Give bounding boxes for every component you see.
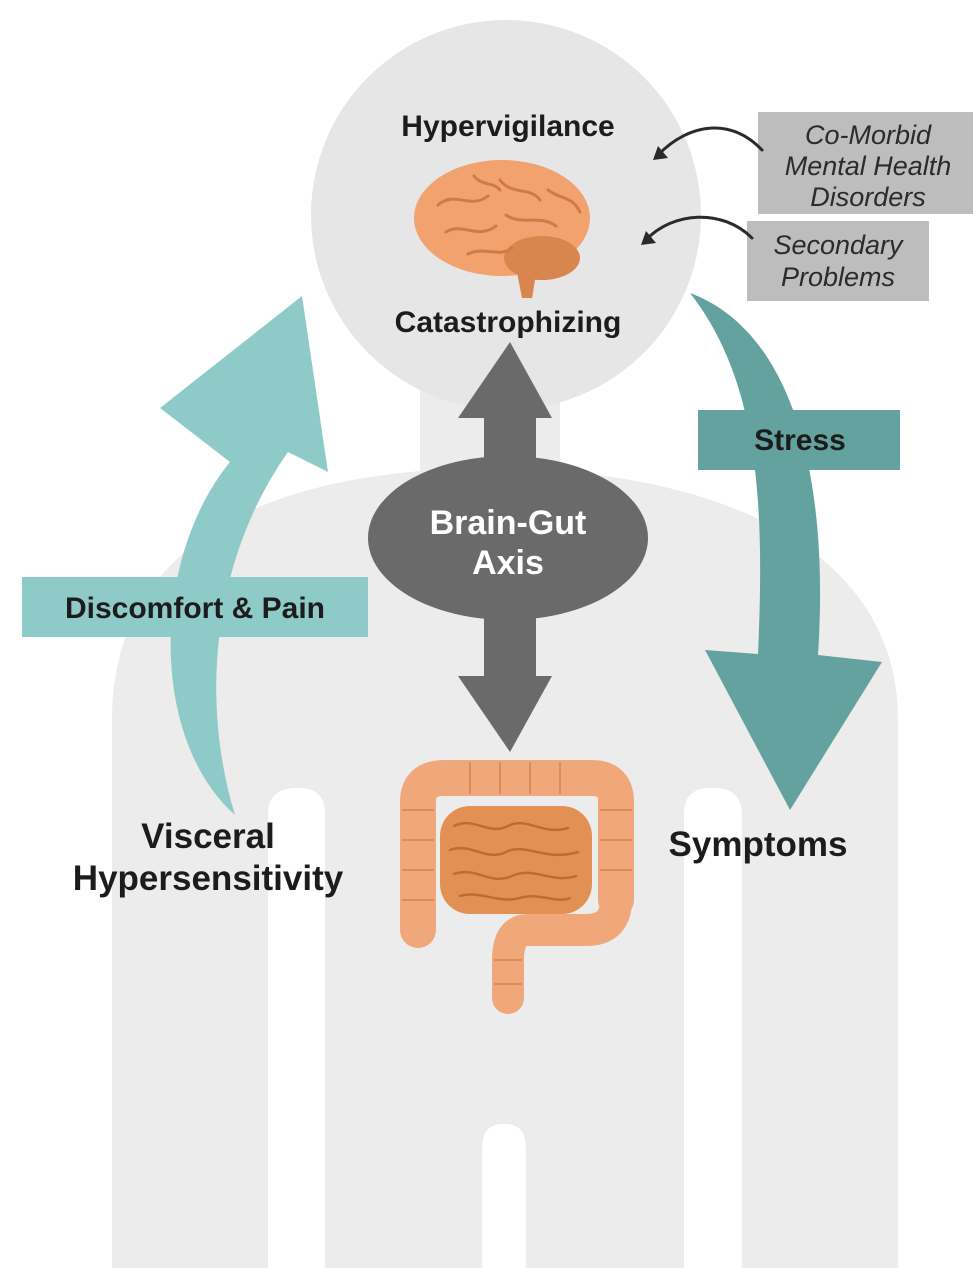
secondary-note-line1: Secondary: [773, 230, 904, 260]
catastrophizing-label: Catastrophizing: [395, 306, 622, 339]
discomfort-pain-label: Discomfort & Pain: [65, 592, 325, 625]
comorbid-note-line3: Disorders: [810, 182, 926, 212]
stress-label: Stress: [754, 424, 846, 457]
comorbid-note-line1: Co-Morbid: [805, 120, 932, 150]
symptoms-label: Symptoms: [669, 825, 848, 864]
hypervigilance-label: Hypervigilance: [401, 110, 614, 143]
comorbid-note-line2: Mental Health: [785, 151, 952, 181]
visceral-label-line1: Visceral: [141, 817, 275, 856]
visceral-label-line2: Hypersensitivity: [73, 859, 344, 898]
brain-gut-label-line1: Brain-Gut: [430, 504, 587, 542]
secondary-note-line2: Problems: [781, 262, 895, 292]
brain-gut-label-line2: Axis: [472, 544, 544, 582]
